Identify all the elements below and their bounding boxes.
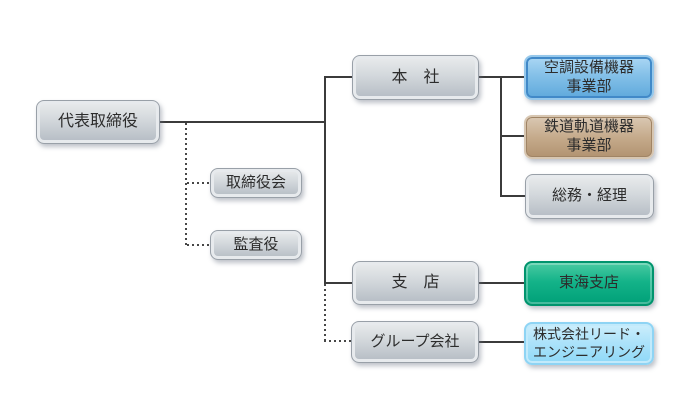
node-lead-engineering: 株式会社リード・ エンジニアリング xyxy=(524,322,654,365)
connector-to-shiten xyxy=(324,282,352,284)
dotted-vertical-group xyxy=(324,284,326,342)
node-group-companies: グループ会社 xyxy=(351,321,479,363)
dotted-to-auditor xyxy=(187,244,210,246)
connector-main-vertical xyxy=(324,76,326,284)
node-label-line1: 空調設備機器 xyxy=(543,58,634,76)
node-label: 総務・経理 xyxy=(551,187,627,205)
node-tokai-branch: 東海支店 xyxy=(524,261,654,306)
node-label: 代表取締役 xyxy=(57,113,138,130)
connector-daihyo-trunk xyxy=(160,121,326,123)
node-label: 東海支店 xyxy=(558,274,619,292)
node-label: グループ会社 xyxy=(370,332,460,350)
node-label-line2: 事業部 xyxy=(566,77,612,95)
node-auditor: 監査役 xyxy=(210,230,302,260)
dotted-vertical-left xyxy=(185,123,187,246)
node-label-line1: 鉄道軌道機器 xyxy=(543,118,634,136)
node-label: 取締役会 xyxy=(225,173,286,191)
node-board-of-directors: 取締役会 xyxy=(210,168,302,198)
node-air-conditioning-division: 空調設備機器 事業部 xyxy=(524,55,654,100)
node-head-office: 本 社 xyxy=(352,55,479,100)
connector-to-somu xyxy=(500,195,525,197)
connector-to-honsha xyxy=(324,76,352,78)
node-general-affairs-accounting: 総務・経理 xyxy=(525,174,654,219)
connector-group-lead xyxy=(479,341,524,343)
node-label-line2: 事業部 xyxy=(566,137,612,154)
node-label: 本 社 xyxy=(391,68,440,86)
connector-shiten-tokai xyxy=(479,282,524,284)
node-branch: 支 店 xyxy=(352,261,479,305)
connector-to-tetsudo xyxy=(500,135,524,137)
dotted-to-group xyxy=(324,340,351,342)
node-label-line2: エンジニアリング xyxy=(533,343,645,360)
node-railway-track-division: 鉄道軌道機器 事業部 xyxy=(524,115,654,159)
node-label: 監査役 xyxy=(233,235,279,253)
dotted-to-board xyxy=(187,182,210,184)
node-label: 支 店 xyxy=(391,274,440,291)
node-representative-director: 代表取締役 xyxy=(36,100,160,144)
node-label-line1: 株式会社リード・ xyxy=(533,326,645,342)
